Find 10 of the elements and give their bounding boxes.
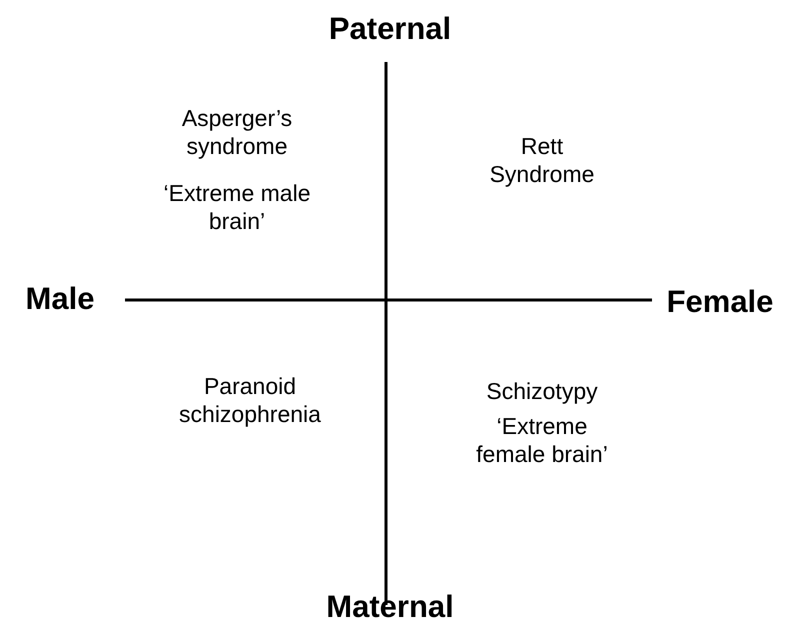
axis-label: Female xyxy=(666,283,774,320)
axis-label: Paternal xyxy=(328,10,452,48)
quadrant-text: Rett Syndrome xyxy=(488,133,596,188)
quadrant-text: ‘Extreme female brain’ xyxy=(475,413,609,468)
axis-label: Maternal xyxy=(325,588,455,626)
quadrant-text: ‘Extreme male brain’ xyxy=(162,180,312,236)
quadrant-text: Paranoid schizophrenia xyxy=(178,373,322,428)
quadrant-text: Asperger’s syndrome xyxy=(180,105,294,160)
axis-label: Male xyxy=(24,280,96,318)
quadrant-text: Schizotypy xyxy=(485,378,599,406)
